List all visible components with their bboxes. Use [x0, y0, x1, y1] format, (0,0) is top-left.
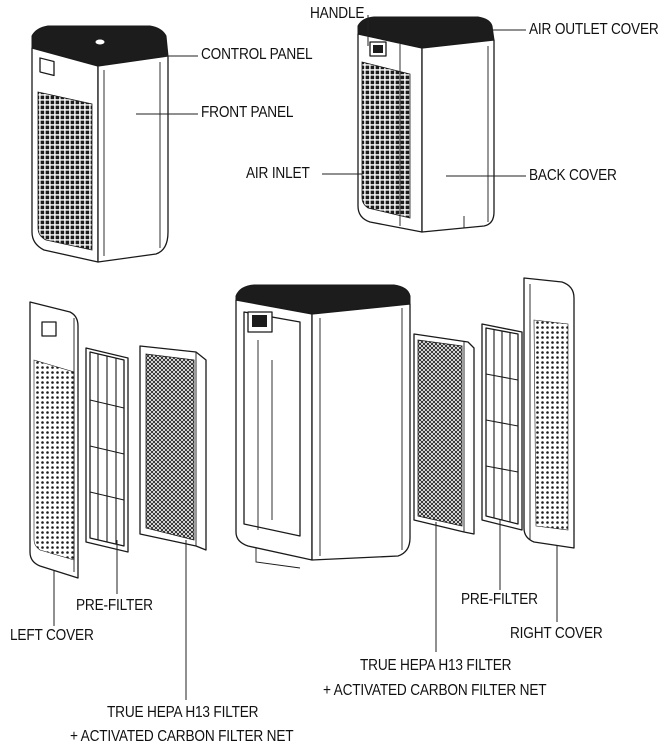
label-hepa-right-line2: + ACTIVATED CARBON FILTER NET [323, 682, 547, 699]
right-pre-filter [481, 323, 523, 531]
main-body [235, 284, 411, 569]
label-handle: HANDLE [310, 5, 365, 22]
left-hepa-filter [139, 345, 207, 551]
label-pre-filter-left: PRE-FILTER [76, 597, 153, 614]
label-air-outlet-cover: AIR OUTLET COVER [529, 21, 659, 38]
label-hepa-right-line1: TRUE HEPA H13 FILTER [360, 657, 512, 674]
right-cover [523, 277, 575, 549]
label-back-cover: BACK COVER [529, 167, 617, 184]
purifier-back-view [357, 16, 495, 233]
right-hepa-filter [413, 333, 475, 535]
label-left-cover: LEFT COVER [10, 627, 94, 644]
label-hepa-left-line1: TRUE HEPA H13 FILTER [107, 704, 259, 721]
label-control-panel: CONTROL PANEL [201, 46, 313, 63]
label-hepa-left-line2: + ACTIVATED CARBON FILTER NET [70, 728, 294, 745]
label-air-inlet: AIR INLET [246, 165, 310, 182]
purifier-front-view [31, 25, 169, 263]
label-right-cover: RIGHT COVER [510, 625, 603, 642]
label-pre-filter-right: PRE-FILTER [461, 591, 538, 608]
leader-lines [53, 15, 558, 700]
left-cover [29, 301, 79, 579]
left-pre-filter [85, 347, 129, 553]
label-front-panel: FRONT PANEL [201, 104, 294, 121]
